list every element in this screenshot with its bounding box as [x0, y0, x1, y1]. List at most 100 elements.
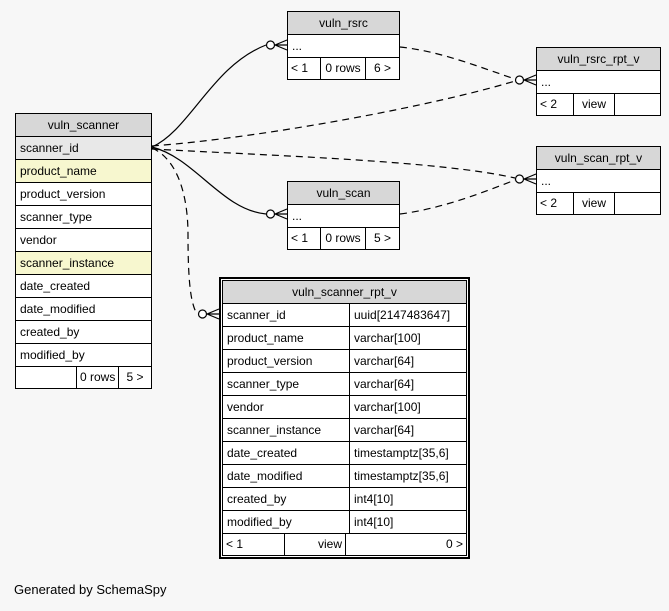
- table-footer-vuln-scan-rpt-v: < 2 view: [537, 193, 660, 214]
- footer-left-cell: < 2: [540, 97, 558, 111]
- edge-vuln-scanner-to-vuln-scanner-rpt-v: [151, 147, 198, 315]
- column-name: date_modified: [227, 469, 303, 483]
- column-row[interactable]: scanner_type: [16, 206, 151, 229]
- column-row[interactable]: product_version varchar[64]: [223, 350, 466, 373]
- column-row[interactable]: created_by: [16, 321, 151, 344]
- footer-view-cell: view: [573, 193, 614, 214]
- column-name: scanner_type: [20, 210, 93, 224]
- column-row[interactable]: modified_by int4[10]: [223, 511, 466, 534]
- footer-left-cell: < 1: [226, 537, 244, 551]
- column-row[interactable]: scanner_id: [16, 137, 151, 160]
- column-name: modified_by: [227, 515, 292, 529]
- column-row[interactable]: vendor varchar[100]: [223, 396, 466, 419]
- column-row[interactable]: date_modified timestamptz[35,6]: [223, 465, 466, 488]
- collapsed-columns-ellipsis: ...: [537, 170, 660, 193]
- table-header-vuln-rsrc[interactable]: vuln_rsrc: [288, 12, 399, 35]
- table-node-vuln-scan: vuln_scan ... < 1 0 rows 5 >: [287, 181, 400, 250]
- column-row[interactable]: date_created: [16, 275, 151, 298]
- column-name: vendor: [227, 400, 264, 414]
- table-header-vuln-scanner[interactable]: vuln_scanner: [16, 114, 151, 137]
- column-type: varchar[100]: [349, 396, 466, 418]
- column-row[interactable]: product_name varchar[100]: [223, 327, 466, 350]
- column-name: date_created: [227, 446, 298, 460]
- column-type: int4[10]: [349, 511, 466, 533]
- table-header-vuln-scan[interactable]: vuln_scan: [288, 182, 399, 205]
- column-name: created_by: [227, 492, 287, 506]
- column-name: scanner_type: [227, 377, 300, 391]
- footer-rows-cell: 0 rows: [320, 228, 365, 249]
- column-name: date_modified: [20, 302, 96, 316]
- column-name: scanner_id: [20, 141, 79, 155]
- column-type: varchar[64]: [349, 350, 466, 372]
- column-name: created_by: [20, 325, 80, 339]
- crowfoot-zero-many-icon-vuln-scanner-rpt-v: [197, 308, 220, 320]
- column-row[interactable]: date_modified: [16, 298, 151, 321]
- column-name: product_name: [20, 164, 97, 178]
- table-node-vuln-rsrc-rpt-v: vuln_rsrc_rpt_v ... < 2 view: [536, 47, 661, 116]
- table-footer-vuln-scanner-rpt-v: < 1 view 0 >: [223, 534, 466, 555]
- crowfoot-zero-many-icon-vuln-rsrc-rpt-v: [514, 74, 537, 86]
- table-footer-vuln-rsrc: < 1 0 rows 6 >: [288, 58, 399, 79]
- column-name: vendor: [20, 233, 57, 247]
- column-type: varchar[100]: [349, 327, 466, 349]
- column-name: scanner_instance: [227, 423, 322, 437]
- crowfoot-zero-many-icon-vuln-scan: [265, 208, 288, 220]
- column-row[interactable]: scanner_instance varchar[64]: [223, 419, 466, 442]
- footer-left-cell: < 1: [291, 61, 309, 75]
- table-header-vuln-scan-rpt-v[interactable]: vuln_scan_rpt_v: [537, 147, 660, 170]
- column-name: date_created: [20, 279, 91, 293]
- collapsed-columns-ellipsis: ...: [288, 205, 399, 228]
- table-node-vuln-scanner-rpt-v: vuln_scanner_rpt_v scanner_id uuid[214748…: [219, 277, 470, 559]
- column-row[interactable]: vendor: [16, 229, 151, 252]
- footer-rows-cell: 0 rows: [76, 367, 118, 388]
- collapsed-columns-ellipsis: ...: [537, 71, 660, 94]
- footer-degree-cell: [614, 94, 660, 115]
- footer-view-cell: view: [573, 94, 614, 115]
- column-name: modified_by: [20, 348, 85, 362]
- edge-vuln-scanner-to-vuln-scan: [151, 146, 267, 215]
- table-header-vuln-rsrc-rpt-v[interactable]: vuln_rsrc_rpt_v: [537, 48, 660, 71]
- column-row[interactable]: product_version: [16, 183, 151, 206]
- column-name: scanner_instance: [20, 256, 115, 270]
- column-type: varchar[64]: [349, 419, 466, 441]
- edge-vuln-scan-to-vuln-scan-rpt-v: [399, 179, 516, 215]
- footer-view-cell: view: [284, 534, 345, 555]
- table-inner-vuln-scanner-rpt-v: vuln_scanner_rpt_v scanner_id uuid[214748…: [222, 280, 467, 556]
- column-row[interactable]: scanner_type varchar[64]: [223, 373, 466, 396]
- footer-rows-cell: 0 rows: [320, 58, 365, 79]
- column-name: scanner_id: [227, 308, 286, 322]
- table-header-vuln-scanner-rpt-v[interactable]: vuln_scanner_rpt_v: [223, 281, 466, 304]
- column-row[interactable]: scanner_id uuid[2147483647]: [223, 304, 466, 327]
- schemaspy-credit-text: Generated by SchemaSpy: [14, 582, 167, 597]
- column-type: uuid[2147483647]: [349, 304, 466, 326]
- table-node-vuln-rsrc: vuln_rsrc ... < 1 0 rows 6 >: [287, 11, 400, 80]
- footer-left-cell: < 2: [540, 196, 558, 210]
- column-row[interactable]: product_name: [16, 160, 151, 183]
- crowfoot-zero-many-icon-vuln-scan-rpt-v: [514, 173, 537, 185]
- column-row[interactable]: date_created timestamptz[35,6]: [223, 442, 466, 465]
- column-name: product_version: [20, 187, 106, 201]
- footer-left-cell: [16, 367, 76, 388]
- column-row[interactable]: scanner_instance: [16, 252, 151, 275]
- table-footer-vuln-rsrc-rpt-v: < 2 view: [537, 94, 660, 115]
- column-type: varchar[64]: [349, 373, 466, 395]
- column-type: timestamptz[35,6]: [349, 442, 466, 464]
- edge-vuln-scanner-to-vuln-rsrc-rpt-v: [151, 80, 516, 147]
- edge-vuln-scanner-to-vuln-rsrc: [151, 44, 267, 148]
- crowfoot-zero-many-icon-vuln-rsrc: [265, 39, 288, 51]
- column-name: product_name: [227, 331, 304, 345]
- column-row[interactable]: modified_by: [16, 344, 151, 367]
- footer-degree-cell: 0 >: [345, 534, 466, 555]
- column-name: product_version: [227, 354, 313, 368]
- collapsed-columns-ellipsis: ...: [288, 35, 399, 58]
- column-type: timestamptz[35,6]: [349, 465, 466, 487]
- footer-left-cell: < 1: [291, 231, 309, 245]
- table-footer-vuln-scanner: 0 rows 5 >: [16, 367, 151, 388]
- footer-degree-cell: 5 >: [365, 228, 399, 249]
- table-footer-vuln-scan: < 1 0 rows 5 >: [288, 228, 399, 249]
- footer-degree-cell: 5 >: [118, 367, 151, 388]
